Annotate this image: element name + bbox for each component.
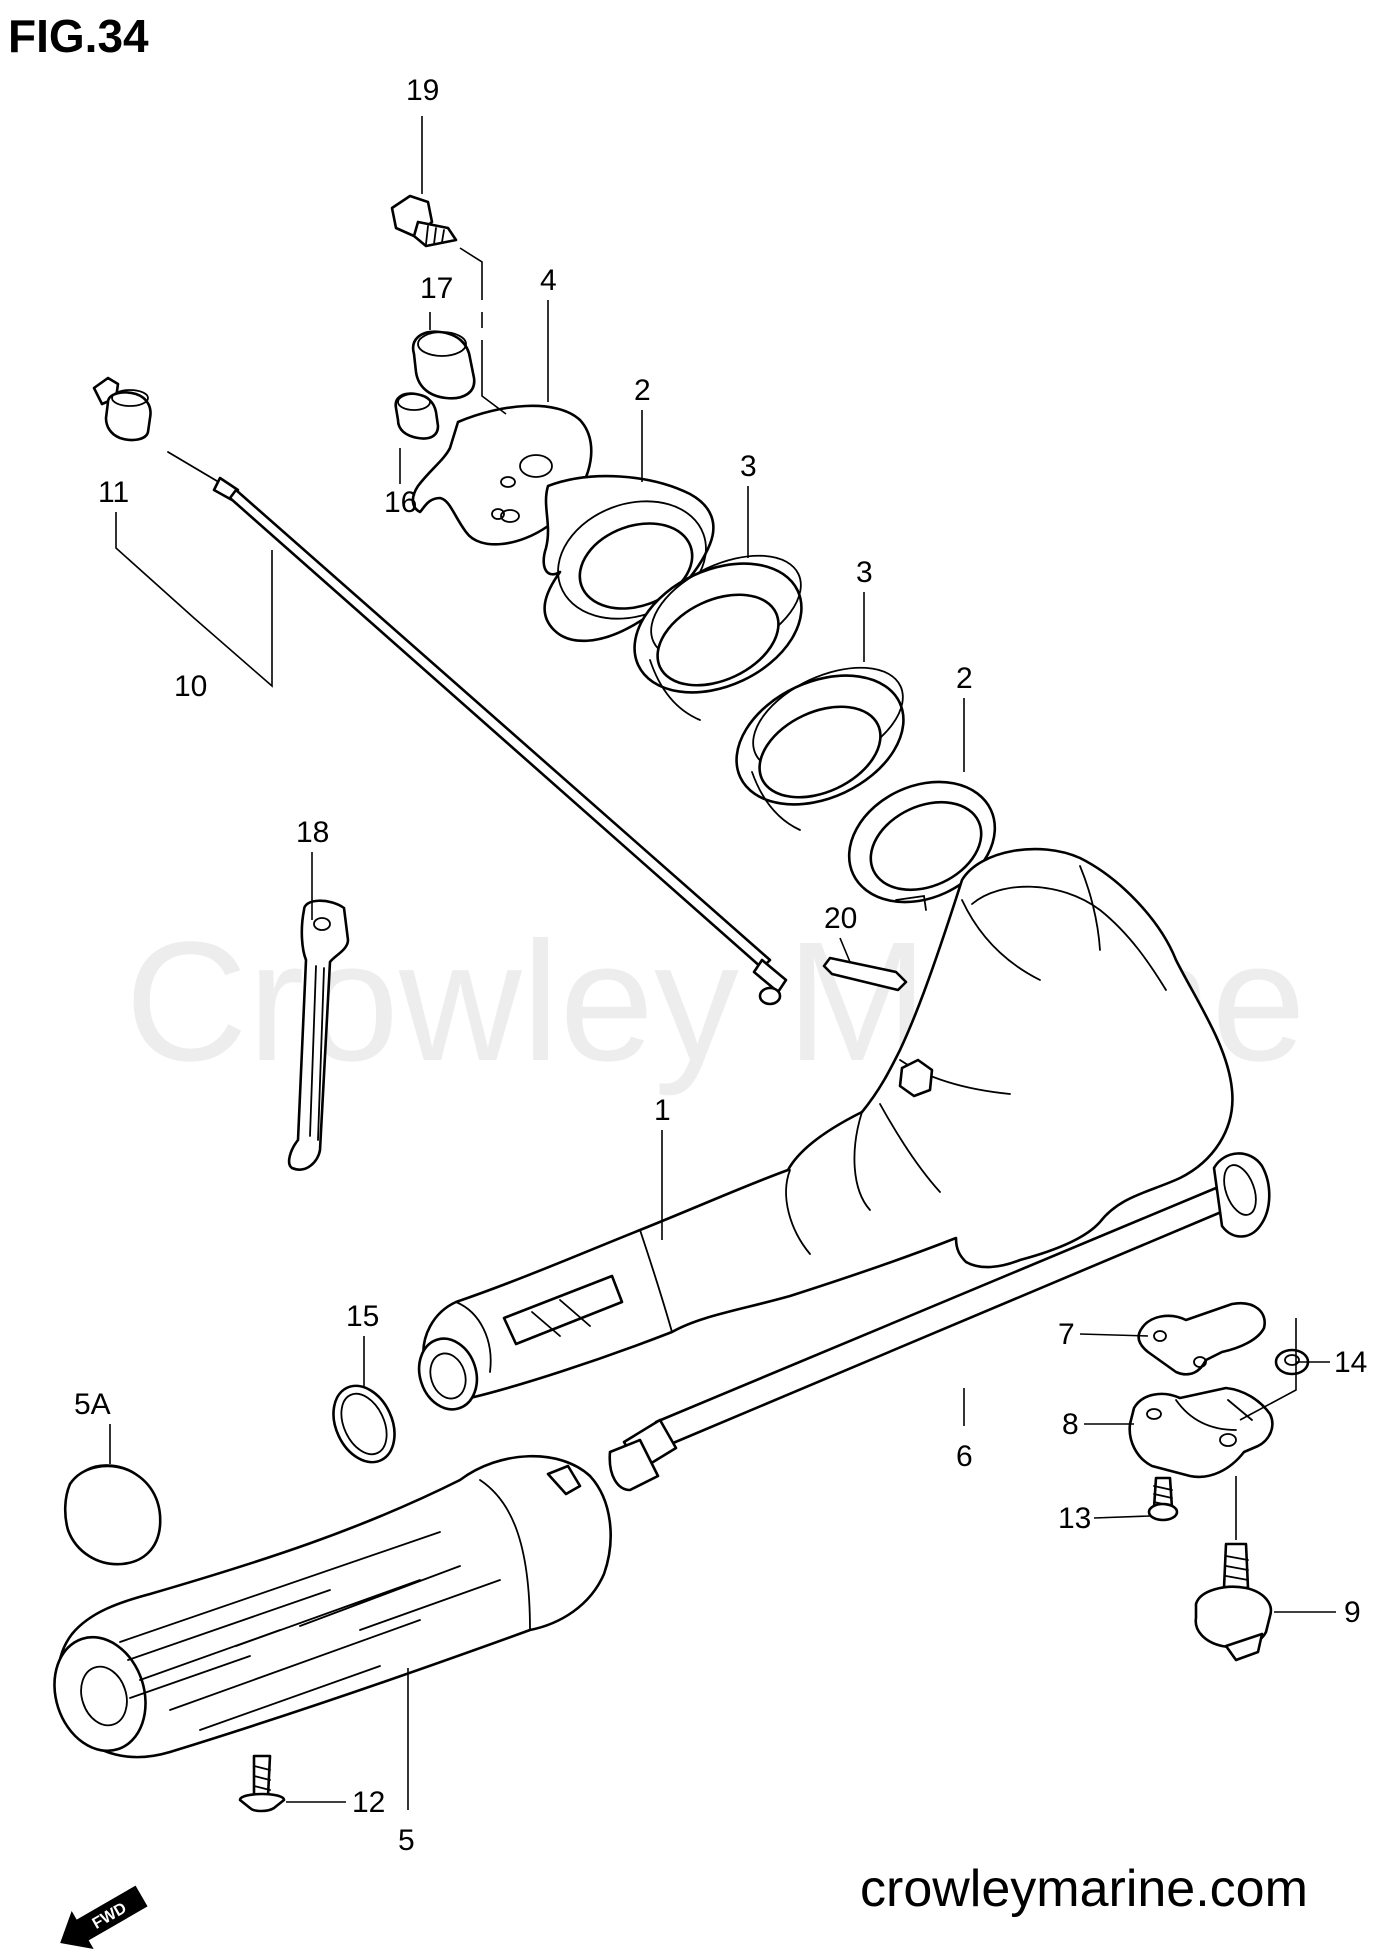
callout-2-upper: 2 [634,374,651,407]
callout-10: 10 [174,670,207,703]
callout-3-lower: 3 [856,556,873,589]
callout-17: 17 [420,272,453,305]
callout-11: 11 [98,476,129,509]
part-8-bracket[interactable] [1128,1386,1274,1479]
part-20-shim[interactable] [822,956,908,992]
callout-3-upper: 3 [740,450,757,483]
part-5a-cap[interactable] [63,1464,162,1566]
callout-9: 9 [1344,1596,1361,1629]
callout-7: 7 [1058,1318,1075,1351]
callout-18: 18 [296,816,329,849]
callout-15: 15 [346,1300,379,1333]
part-19-bolt[interactable] [390,194,458,248]
callout-13: 13 [1058,1502,1091,1535]
callout-4: 4 [540,264,557,297]
part-17-collar[interactable] [411,330,476,400]
forward-direction-badge: FWD [60,1885,148,1950]
callout-6: 6 [956,1440,973,1473]
callout-1: 1 [654,1094,671,1127]
part-3-mount-upper[interactable] [614,534,823,721]
part-15-o-ring[interactable] [322,1376,407,1472]
callout-14: 14 [1334,1346,1367,1379]
part-13-screw[interactable] [1147,1476,1179,1522]
part-1-tiller-body[interactable] [410,847,1234,1417]
part-3-mount-lower[interactable] [716,646,925,831]
part-16-bushing[interactable] [394,392,440,440]
part-9-stud[interactable] [1194,1542,1273,1662]
callout-labels: 19 17 4 16 11 10 2 3 3 2 18 20 1 15 14 7… [74,74,1367,1857]
part-2-ring-upper[interactable] [541,474,722,643]
part-2-ring-lower[interactable] [829,759,1014,925]
part-7-plate[interactable] [1137,1301,1266,1376]
part-5-grip[interactable] [40,1454,612,1763]
callout-8: 8 [1062,1408,1079,1441]
callout-20: 20 [824,902,857,935]
part-18-strap[interactable] [287,899,350,1171]
figure-title: FIG.34 [8,10,149,62]
callout-12: 12 [352,1786,385,1819]
part-10-cable[interactable] [167,451,788,1006]
callout-2-lower: 2 [956,662,973,695]
callout-5a: 5A [74,1388,111,1421]
part-12-screw[interactable] [238,1754,286,1813]
callout-19: 19 [406,74,439,107]
callout-5: 5 [398,1824,415,1857]
website-url: crowleymarine.com [860,1860,1308,1918]
part-11-fitting[interactable] [92,376,152,442]
leader-lines [109,116,1336,1810]
part-6-throttle-shaft[interactable] [608,1152,1271,1492]
callout-16: 16 [384,486,417,519]
